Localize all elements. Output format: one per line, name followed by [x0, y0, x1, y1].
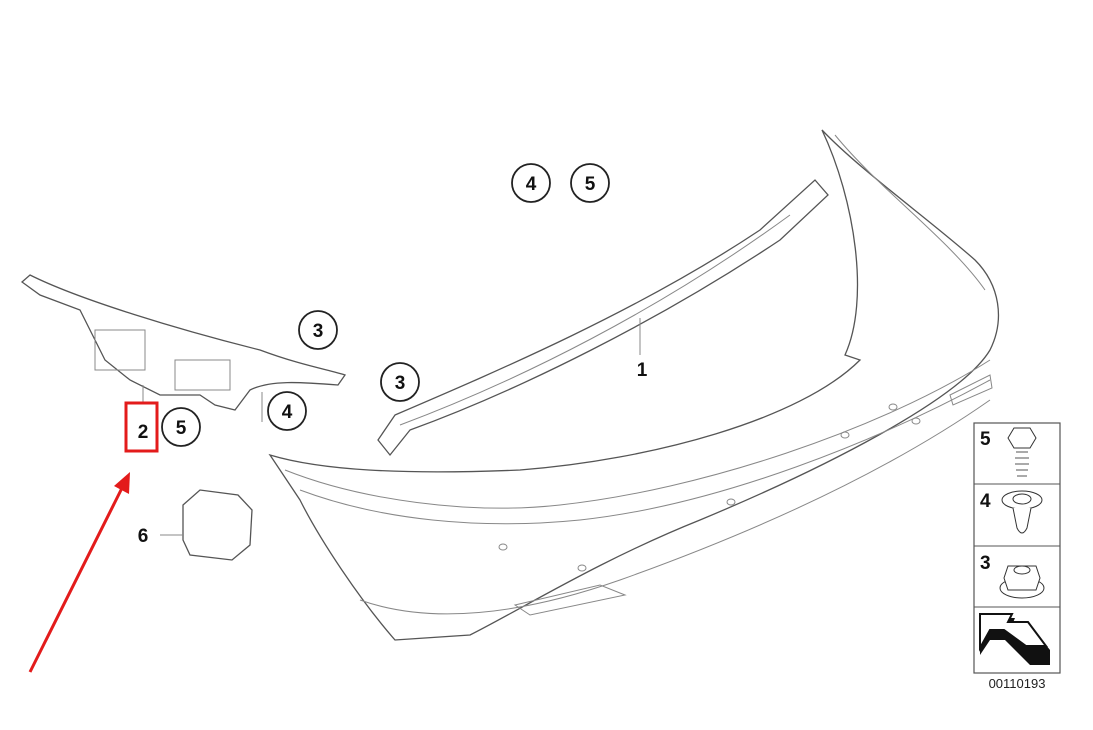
callout-4-left: 4 — [267, 391, 307, 431]
expanding-rivet-icon — [1001, 490, 1043, 534]
callout-1: 1 — [637, 360, 648, 381]
bumper-bracket-left — [20, 274, 347, 422]
svg-text:5: 5 — [585, 174, 596, 195]
diagram-code: 00110193 — [989, 676, 1046, 691]
svg-text:4: 4 — [526, 174, 537, 195]
callout-5-left: 5 — [161, 407, 201, 447]
svg-text:4: 4 — [282, 402, 293, 423]
svg-text:3: 3 — [395, 373, 406, 394]
flange-nut-icon — [999, 565, 1045, 599]
callout-6: 6 — [138, 526, 149, 547]
fastener-legend: 5 4 3 — [973, 422, 1061, 674]
rear-bumper-cover — [268, 129, 1000, 641]
callout-3-left: 3 — [298, 310, 338, 350]
red-pointer-arrow-icon — [28, 472, 130, 673]
svg-text:5: 5 — [176, 418, 187, 439]
callout-5-top: 5 — [570, 163, 610, 203]
svg-text:3: 3 — [980, 553, 991, 574]
callout-3-rail: 3 — [380, 362, 420, 402]
callout-2: 2 — [138, 422, 149, 443]
forward-arrow-icon — [979, 613, 1050, 665]
highlight-box — [124, 401, 159, 453]
upper-mounting-rail — [377, 179, 829, 457]
svg-text:4: 4 — [980, 491, 991, 512]
svg-text:5: 5 — [980, 429, 991, 450]
bracket-cap-6 — [160, 489, 253, 561]
flange-bolt-icon — [1007, 427, 1037, 477]
callout-4-top: 4 — [511, 163, 551, 203]
svg-text:3: 3 — [313, 321, 324, 342]
